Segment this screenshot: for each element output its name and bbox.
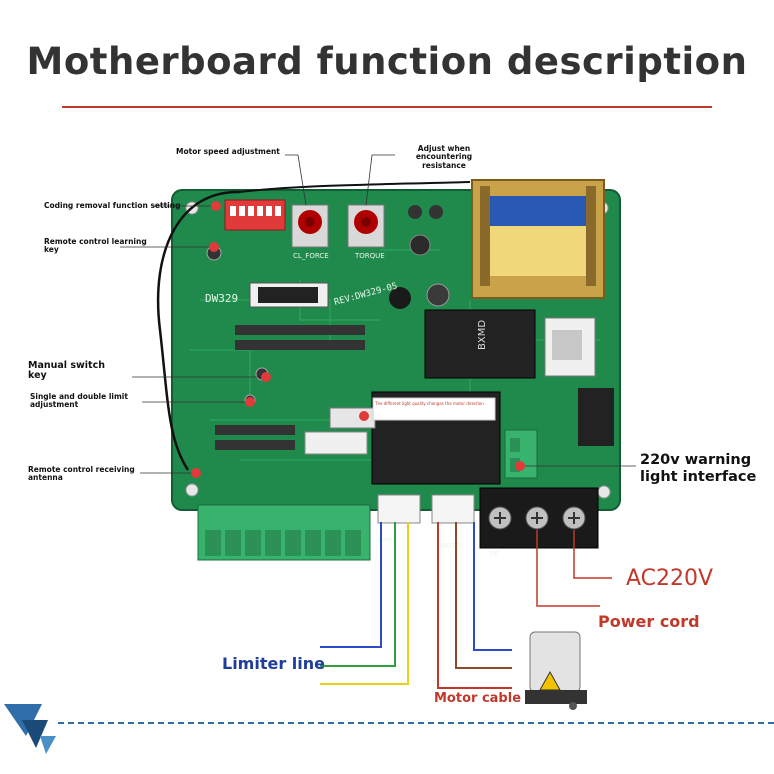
label-coding-removal: Coding removal function setting (44, 201, 181, 210)
capacitors (389, 205, 450, 309)
label-motor-cable: Motor cable (434, 691, 522, 706)
label-limit-adjust: Single and double limit adjustment (30, 392, 128, 410)
brand-logo (4, 704, 56, 754)
label-manual-switch: Manual switch key (28, 360, 105, 381)
label-remote-learning: Remote control learning key (44, 237, 147, 255)
dip-switch (224, 199, 286, 231)
moto-silkscreen: MOTO (440, 542, 462, 550)
warning-note-box (372, 397, 496, 421)
limiter-wires (320, 522, 409, 685)
antenna-wire-top (239, 181, 471, 193)
potentiometer-torque (347, 204, 385, 248)
power-relay (544, 317, 596, 377)
cl-force-silkscreen: CL_FORCE (293, 252, 329, 260)
relay-top: BXMD (424, 309, 536, 379)
model-silkscreen: DW329 (205, 292, 238, 305)
relay-brand-silkscreen: BXMD (477, 320, 488, 350)
ic-chip (249, 282, 329, 308)
label-ac220v: AC220V (626, 566, 714, 591)
antenna-wire (156, 190, 241, 471)
transformer (471, 179, 605, 299)
motor-illustration (525, 631, 587, 710)
label-warning-light: 220v warning light interface (640, 452, 757, 485)
label-limiter-line: Limiter line (222, 654, 326, 673)
power-wires (536, 530, 612, 607)
label-antenna: Remote control receiving antenna (28, 465, 135, 483)
motor-wires (437, 522, 512, 689)
torque-silkscreen: TORQUE (354, 252, 385, 260)
terminal-green (197, 504, 371, 561)
title-underline (62, 106, 712, 108)
label-power-cord: Power cord (598, 612, 700, 631)
label-adjust-resistance: Adjust when encountering resistance (415, 144, 473, 170)
limit-silkscreen: LIMIT (378, 536, 397, 544)
warning-note: The different light quality changes the … (375, 401, 484, 406)
footer-divider (58, 722, 774, 724)
warning-light-connector (504, 429, 538, 479)
pin-headers (215, 325, 365, 450)
pe-silkscreen: PE (490, 550, 499, 558)
connector-white (304, 431, 368, 455)
label-motor-speed: Motor speed adjustment (176, 147, 280, 156)
potentiometer-speed (291, 204, 329, 248)
moto-connector (431, 494, 475, 524)
callout-dots (191, 201, 525, 478)
page-title: Motherboard function description (26, 40, 748, 83)
limit-connector (377, 494, 421, 524)
power-terminals (479, 487, 599, 549)
capacitor-block (578, 388, 614, 446)
callout-lines (120, 154, 636, 474)
